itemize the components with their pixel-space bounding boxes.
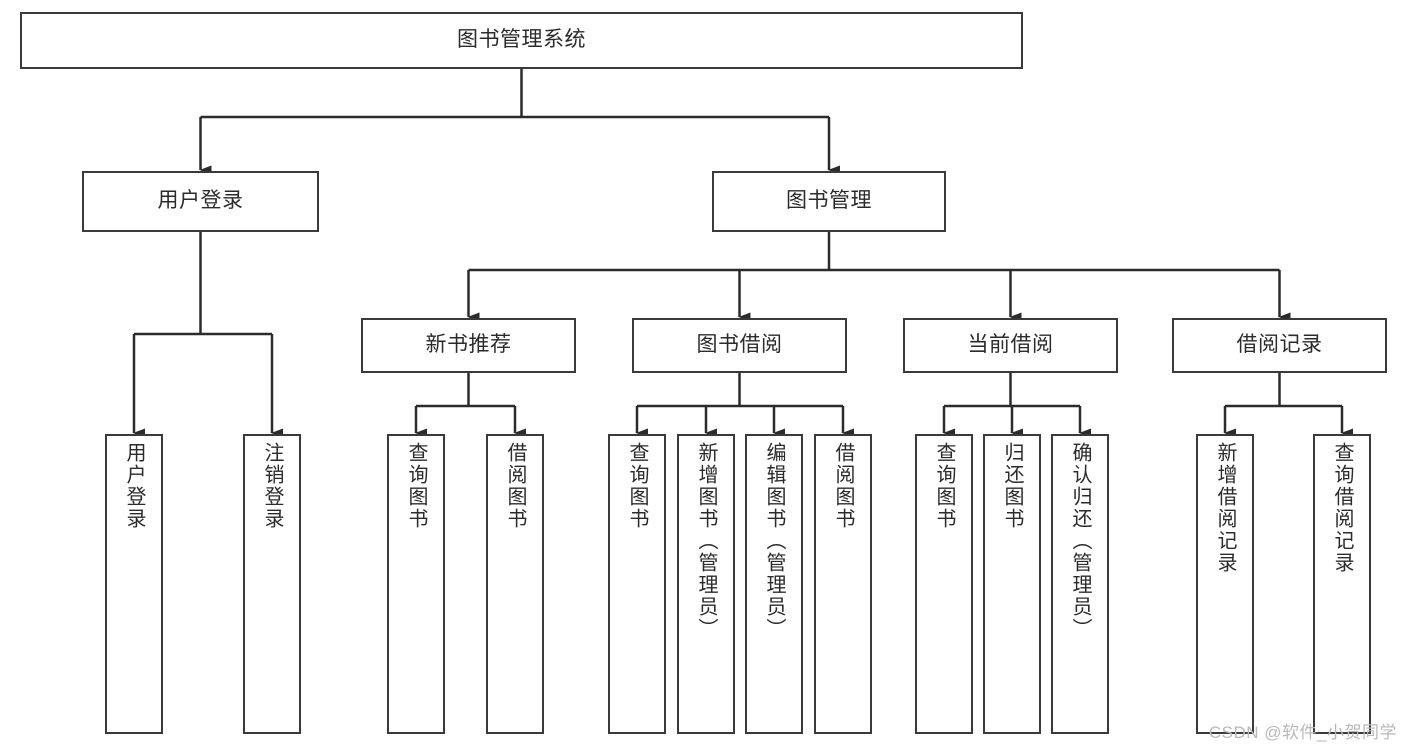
node-leaf-borrow-1[interactable]: 查询图书	[608, 434, 666, 734]
node-label: 借阅记录	[1236, 333, 1323, 357]
node-label: 新增借阅记录	[1214, 442, 1236, 574]
node-leaf-rec-1[interactable]: 新增借阅记录	[1196, 434, 1254, 734]
node-label: 确认归还（管理员）	[1069, 442, 1091, 640]
node-leaf-cur-2[interactable]: 归还图书	[983, 434, 1041, 734]
node-label: 编辑图书（管理员）	[763, 442, 785, 640]
node-label: 图书管理系统	[457, 28, 586, 52]
node-label: 查询图书	[933, 442, 955, 530]
node-label: 借阅图书	[832, 442, 854, 530]
edge-layer	[132, 69, 1353, 438]
node-label: 查询图书	[405, 442, 427, 530]
node-label: 用户登录	[123, 442, 145, 530]
node-leaf-cur-1[interactable]: 查询图书	[915, 434, 973, 734]
node-label: 图书管理	[786, 189, 872, 213]
node-label: 借阅图书	[504, 442, 526, 530]
node-leaf-new-2[interactable]: 借阅图书	[486, 434, 544, 734]
node-label: 新书推荐	[425, 333, 512, 357]
node-leaf-borrow-2[interactable]: 新增图书（管理员）	[677, 434, 735, 734]
node-label: 新增图书（管理员）	[695, 442, 717, 640]
node-leaf-login-2[interactable]: 注销登录	[243, 434, 301, 734]
node-leaf-borrow-3[interactable]: 编辑图书（管理员）	[745, 434, 803, 734]
node-label: 归还图书	[1001, 442, 1023, 530]
node-label: 注销登录	[261, 442, 283, 530]
node-leaf-borrow-4[interactable]: 借阅图书	[814, 434, 872, 734]
node-current[interactable]: 当前借阅	[903, 318, 1118, 373]
node-label: 用户登录	[157, 189, 244, 213]
node-label: 查询借阅记录	[1331, 442, 1353, 574]
node-leaf-login-1[interactable]: 用户登录	[105, 434, 163, 734]
node-records[interactable]: 借阅记录	[1172, 318, 1387, 373]
node-leaf-rec-2[interactable]: 查询借阅记录	[1313, 434, 1371, 734]
node-login[interactable]: 用户登录	[82, 171, 319, 232]
node-label: 查询图书	[626, 442, 648, 530]
node-newbook[interactable]: 新书推荐	[361, 318, 576, 373]
node-bookmgmt[interactable]: 图书管理	[712, 171, 946, 232]
node-label: 当前借阅	[967, 333, 1054, 357]
node-borrow[interactable]: 图书借阅	[632, 318, 847, 373]
node-leaf-cur-3[interactable]: 确认归还（管理员）	[1051, 434, 1109, 734]
node-label: 图书借阅	[696, 333, 783, 357]
node-leaf-new-1[interactable]: 查询图书	[387, 434, 445, 734]
node-root[interactable]: 图书管理系统	[20, 12, 1023, 69]
